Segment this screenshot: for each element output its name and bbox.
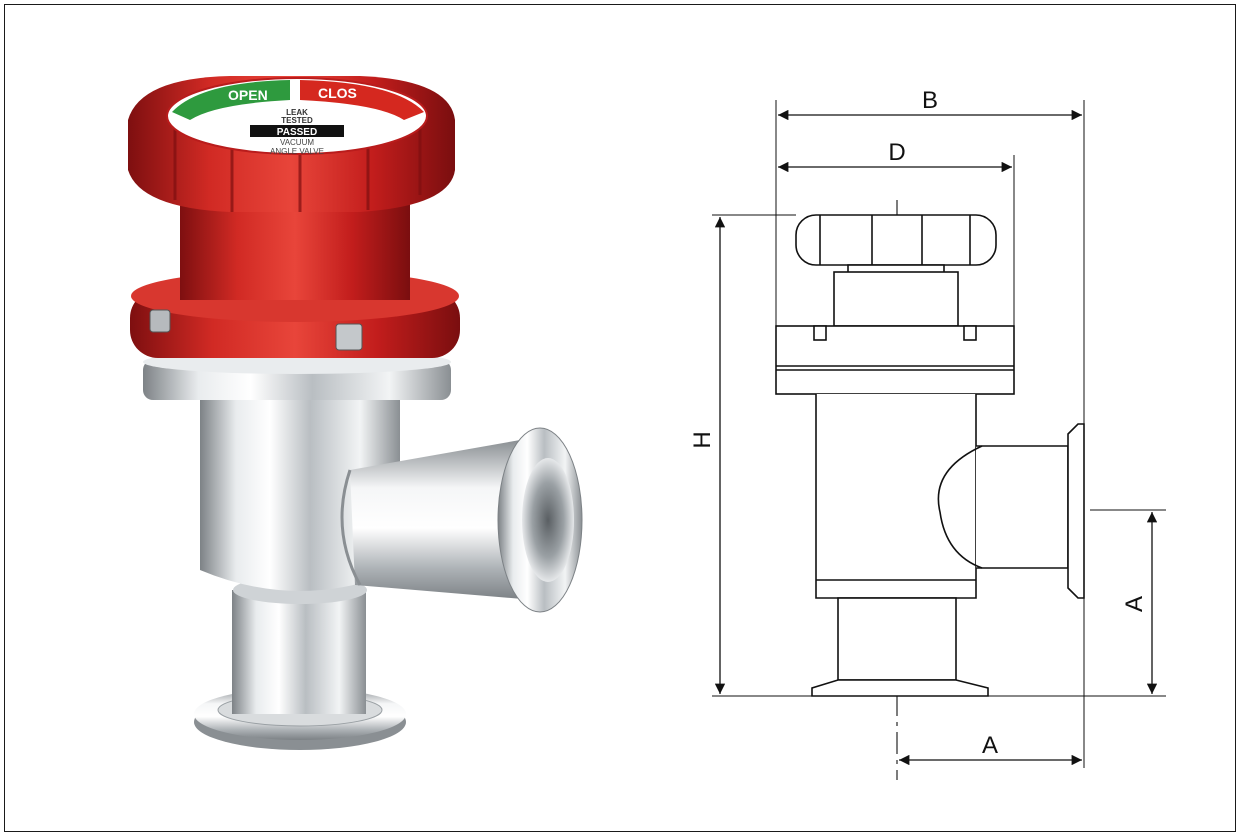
drawing-body [815, 394, 977, 599]
open-band [172, 80, 290, 120]
bolt-front [335, 323, 363, 351]
dim-h-label: H [689, 431, 716, 448]
valve-body [200, 392, 400, 591]
knob-passed: PASSED [277, 127, 317, 138]
close-band [300, 80, 424, 120]
bolt-left [149, 309, 171, 333]
dim-d-label: D [888, 139, 905, 166]
knob-line-2: TESTED [281, 116, 313, 125]
bottom-tube [232, 590, 366, 714]
knob-close-text: CLOS [318, 85, 357, 101]
knob-line-4: VACUUM [280, 138, 314, 147]
valve-photo: OPEN CLOS LEAK TESTED PASSED VACUUM ANGL… [128, 76, 583, 750]
drawing-flange [775, 325, 1015, 395]
valve-drawing [712, 100, 1166, 780]
red-neck [180, 200, 410, 300]
drawing-side-port [976, 445, 1069, 569]
drawing-bottom-tube [837, 597, 957, 681]
dim-a-vertical-label: A [1121, 596, 1148, 612]
side-port-tube [350, 440, 535, 600]
drawing-neck [833, 271, 959, 327]
dim-a-horizontal-label: A [982, 732, 998, 759]
dim-b-label: B [922, 87, 938, 114]
drawing-handwheel [795, 214, 997, 266]
knob-open-text: OPEN [228, 87, 268, 103]
knob-line-1: LEAK [286, 108, 308, 117]
drawing-side-flange [1067, 423, 1085, 599]
drawing-bottom-flange [811, 679, 989, 697]
knob-line-5: ANGLE VALVE [270, 147, 324, 156]
